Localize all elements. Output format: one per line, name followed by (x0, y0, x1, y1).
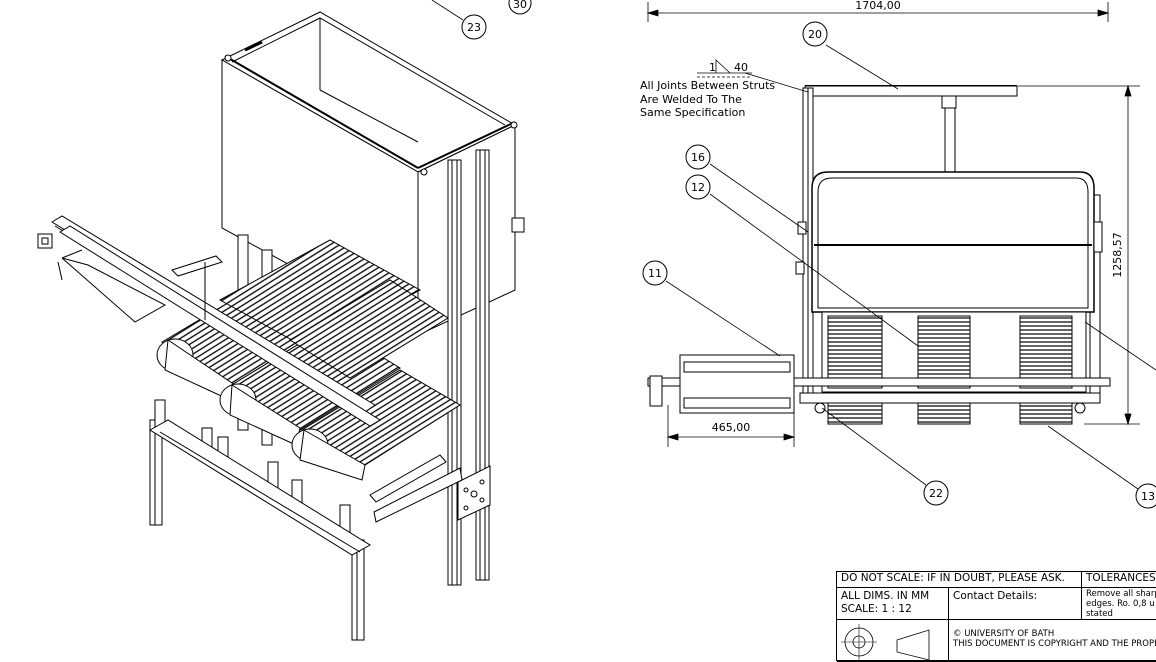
svg-text:30: 30 (513, 0, 527, 11)
dims-scale-cell: ALL DIMS. IN MM SCALE: 1 : 12 (837, 588, 949, 620)
balloon-11: 11 (642, 260, 668, 286)
svg-text:22: 22 (929, 487, 943, 500)
svg-text:13: 13 (1141, 490, 1155, 503)
svg-text:11: 11 (648, 267, 662, 280)
balloon-16: 16 (685, 144, 711, 170)
dimension-lines (646, 2, 1140, 447)
weld-note-line2: Are Welded To The (640, 93, 742, 106)
scale-text: SCALE: 1 : 12 (841, 603, 912, 615)
balloon-30: 30 (508, 0, 532, 15)
weld-pitch: 40 (734, 61, 748, 74)
dim-overall-width: 1704,00 (855, 0, 901, 12)
projection-symbol-cell (837, 620, 949, 662)
svg-text:12: 12 (691, 181, 705, 194)
remove-edges-line2: edges. Ro. 0,8 u (1086, 599, 1155, 609)
projection-symbol-icon (841, 624, 930, 661)
conveyor-modules (156, 239, 461, 481)
balloon-13: 13 (1135, 483, 1156, 509)
hopper (220, 11, 525, 336)
dim-height: 1258,57 (1111, 232, 1124, 278)
rail-assembly (37, 215, 381, 427)
contact-text: Contact Details: (953, 590, 1038, 602)
remove-edges-line1: Remove all sharp (1086, 589, 1156, 599)
balloon-12: 12 (685, 174, 711, 200)
all-dims-text: ALL DIMS. IN MM (841, 590, 930, 602)
tolerances-cell: TOLERANCES U (1082, 572, 1156, 588)
weld-note-line1: All Joints Between Struts (640, 79, 775, 92)
balloon-leaders (431, 0, 1156, 490)
copyright-cell: © UNIVERSITY OF BATH THIS DOCUMENT IS CO… (949, 620, 1156, 662)
contact-cell: Contact Details: (949, 588, 1082, 620)
isometric-view (37, 11, 525, 641)
weld-symbol (697, 59, 809, 93)
weld-note-line3: Same Specification (640, 106, 745, 119)
remove-edges-cell: Remove all sharp edges. Ro. 0,8 u stated (1082, 588, 1156, 620)
copyright-line2: THIS DOCUMENT IS COPYRIGHT AND THE PROPE… (953, 639, 1156, 649)
do-not-scale-cell: DO NOT SCALE: IF IN DOUBT, PLEASE ASK. (837, 572, 1082, 588)
svg-text:16: 16 (691, 151, 705, 164)
do-not-scale-text: DO NOT SCALE: IF IN DOUBT, PLEASE ASK. (841, 572, 1065, 584)
copyright-line1: © UNIVERSITY OF BATH (953, 629, 1055, 639)
svg-text:23: 23 (467, 21, 481, 34)
front-view (647, 85, 1111, 425)
balloon-22: 22 (923, 480, 949, 506)
balloon-20: 20 (802, 21, 828, 47)
svg-text:20: 20 (808, 28, 822, 41)
balloon-23: 23 (461, 14, 487, 40)
tolerances-text: TOLERANCES U (1086, 572, 1156, 584)
title-block: DO NOT SCALE: IF IN DOUBT, PLEASE ASK. T… (836, 571, 1156, 662)
weld-leg: 1 (709, 61, 716, 74)
remove-edges-line3: stated (1086, 609, 1113, 619)
adjustable-feet (149, 399, 463, 556)
dim-offset: 465,00 (712, 421, 751, 434)
